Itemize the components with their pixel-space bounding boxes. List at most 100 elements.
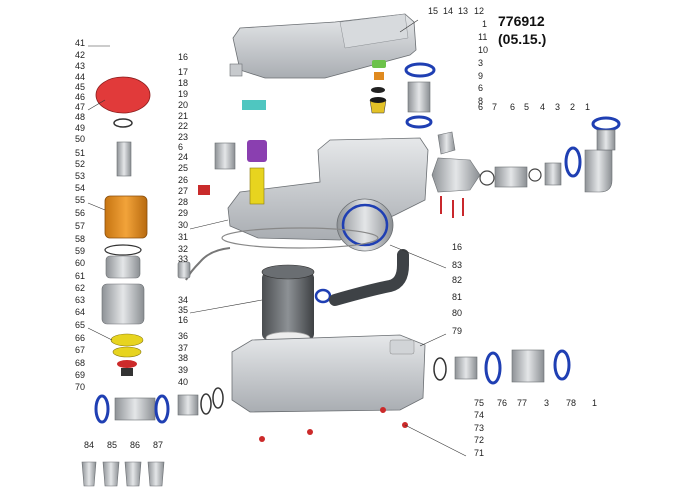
blue-clamp-80 <box>314 288 332 304</box>
callout: 3 <box>478 58 483 68</box>
callout: 35 <box>178 305 188 315</box>
cover-clip <box>229 63 243 77</box>
inlet-socket-76 <box>454 356 478 380</box>
tank <box>231 334 426 413</box>
callout: 46 <box>75 92 85 102</box>
callout: 74 <box>474 410 484 420</box>
callout: 1 <box>592 398 597 408</box>
red-part-27 <box>198 185 210 195</box>
callout: 64 <box>75 307 85 317</box>
fittings-set <box>81 461 165 487</box>
callout: 36 <box>178 331 188 341</box>
callout: 58 <box>75 234 85 244</box>
callout: 18 <box>178 78 188 88</box>
impeller-64 <box>110 333 144 347</box>
callout: 56 <box>75 208 85 218</box>
callout: 60 <box>75 258 85 268</box>
callout: 11 <box>478 32 487 42</box>
drain-hose <box>329 249 409 306</box>
callout: 87 <box>153 440 163 450</box>
inlet-socket-left <box>177 394 199 416</box>
motor-shaft <box>116 141 132 177</box>
motor-chamber <box>262 272 314 340</box>
callout: 28 <box>178 197 188 207</box>
callout: 75 <box>474 398 484 408</box>
callout: 16 <box>178 315 188 325</box>
orange-nozzle <box>374 72 384 80</box>
callout: 8 <box>478 96 483 106</box>
callout: 70 <box>75 382 85 392</box>
callout: 50 <box>75 134 85 144</box>
callout: 53 <box>75 171 85 181</box>
outlet-elbow-body <box>431 157 481 193</box>
callout: 62 <box>75 283 85 293</box>
callout: 6 <box>178 142 183 152</box>
inlet-pipe-left <box>114 397 156 421</box>
blue-clamp-70 <box>94 394 110 424</box>
callout: 10 <box>478 45 488 55</box>
callout: 52 <box>75 159 85 169</box>
callout: 72 <box>474 435 484 445</box>
callout: 3 <box>555 102 560 112</box>
callout: 81 <box>452 292 462 302</box>
motor-red-cap <box>95 76 151 114</box>
blue-clamp-3 <box>405 115 433 129</box>
callout: 66 <box>75 333 85 343</box>
callout: 26 <box>178 175 188 185</box>
callout: 39 <box>178 365 188 375</box>
callout: 38 <box>178 353 188 363</box>
blade-66 <box>117 360 137 368</box>
callout: 79 <box>452 326 462 336</box>
callout: 16 <box>452 242 462 252</box>
callout: 40 <box>178 377 188 387</box>
callout: 1 <box>482 19 487 29</box>
callout: 37 <box>178 343 188 353</box>
callout: 7 <box>492 102 497 112</box>
housing-gasket-31 <box>221 227 379 249</box>
inlet-pipe-78 <box>511 349 545 383</box>
green-cap <box>372 60 386 68</box>
callout: 69 <box>75 370 85 380</box>
callout: 61 <box>75 271 85 281</box>
green-clips <box>242 100 266 110</box>
callout: 78 <box>566 398 576 408</box>
callout: 51 <box>75 148 85 158</box>
callout: 12 <box>474 6 484 16</box>
callout: 6 <box>478 83 483 93</box>
callout: 6 <box>478 102 483 112</box>
callout: 55 <box>75 195 85 205</box>
blue-clamp-3b <box>564 146 582 178</box>
callout: 27 <box>178 186 188 196</box>
callout: 54 <box>75 183 85 193</box>
callout: 6 <box>510 102 515 112</box>
callout: 82 <box>452 275 462 285</box>
red-screws <box>440 196 464 218</box>
leader-lines <box>87 19 467 457</box>
callout: 16 <box>178 52 188 62</box>
callout: 86 <box>130 440 140 450</box>
callout: 43 <box>75 61 85 71</box>
impeller-65 <box>112 346 142 358</box>
callout: 57 <box>75 221 85 231</box>
top-cover-ridge <box>339 13 409 49</box>
silver-cylinder-23 <box>214 142 236 170</box>
callout: 30 <box>178 220 188 230</box>
non-return-valve <box>437 131 456 155</box>
callout: 1 <box>585 102 590 112</box>
callout: 23 <box>178 132 188 142</box>
callout: 42 <box>75 50 85 60</box>
blue-clamp-83 <box>341 203 389 247</box>
callout: 5 <box>524 102 529 112</box>
threaded-socket <box>407 81 431 113</box>
callout: 73 <box>474 423 484 433</box>
tank-red-feet <box>259 407 408 442</box>
callout: 25 <box>178 163 188 173</box>
callout: 9 <box>478 71 483 81</box>
callout: 76 <box>497 398 507 408</box>
callout: 22 <box>178 121 188 131</box>
callout: 34 <box>178 295 188 305</box>
inlet-gasket-75 <box>433 357 447 381</box>
blue-clamp-77 <box>484 351 502 385</box>
callout: 15 <box>428 6 438 16</box>
